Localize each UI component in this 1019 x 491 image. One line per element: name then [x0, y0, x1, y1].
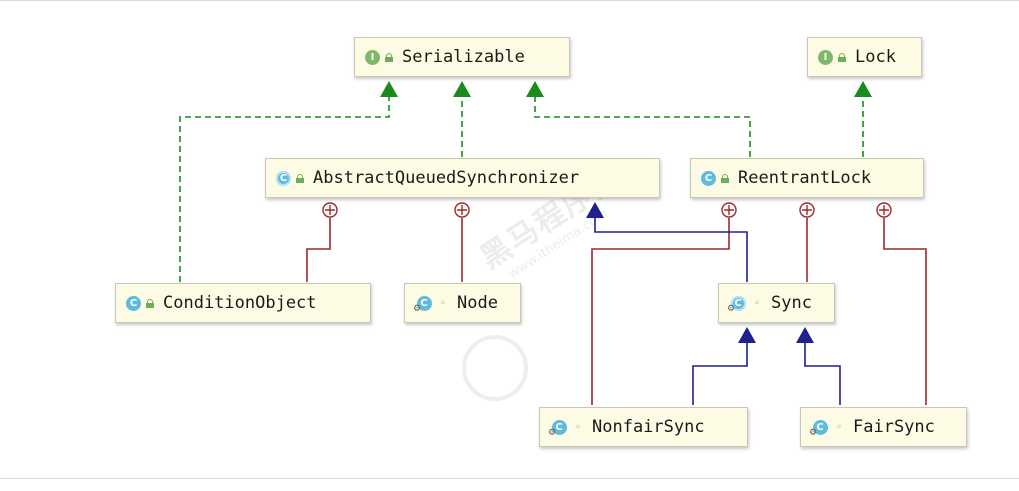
extends-edges: [594, 218, 841, 405]
node-node[interactable]: C ⚙ ◦ Node: [404, 283, 521, 323]
node-label: Node: [457, 293, 498, 313]
node-abstract-queued-synchronizer[interactable]: C AbstractQueuedSynchronizer: [265, 158, 660, 198]
static-class-icon: C ⚙: [809, 418, 829, 438]
node-sync[interactable]: C ⚙ ◦ Sync: [718, 283, 835, 323]
public-lock-icon: [146, 298, 154, 308]
class-badge-icon: C: [416, 295, 432, 311]
node-label: AbstractQueuedSynchronizer: [313, 168, 580, 188]
package-private-dot-icon: ◦: [754, 297, 760, 309]
gear-icon: ⚙: [413, 304, 422, 314]
package-private-dot-icon: ◦: [836, 421, 842, 433]
implements-edges: [179, 97, 864, 282]
class-badge-icon: C: [812, 419, 828, 435]
circle-plus-icon: [876, 202, 892, 218]
edge-fairsync-reentrantlock: [883, 218, 927, 405]
class-badge-icon: C: [551, 419, 567, 435]
node-label: Serializable: [402, 47, 525, 67]
node-label: Sync: [771, 293, 812, 313]
package-private-dot-icon: ◦: [440, 297, 446, 309]
gear-icon: ⚙: [548, 428, 557, 438]
node-fair-sync[interactable]: C ⚙ ◦ FairSync: [800, 407, 967, 447]
gear-icon: ⚙: [727, 304, 736, 314]
edge-conditionobject-serializable: [179, 97, 390, 282]
edge-reentrantlock-serializable: [534, 97, 751, 157]
public-lock-icon: [385, 52, 393, 62]
inner-class-edges: [306, 218, 927, 405]
node-lock[interactable]: I Lock: [807, 37, 922, 77]
node-label: FairSync: [853, 417, 935, 437]
arrowhead-aqs: [586, 202, 604, 218]
arrowhead-serializable-left: [380, 81, 398, 97]
arrowhead-serializable-middle: [453, 81, 471, 97]
node-nonfair-sync[interactable]: C ⚙ ◦ NonfairSync: [539, 407, 748, 447]
circle-plus-icon: [322, 202, 338, 218]
abstract-class-badge-icon: C: [276, 170, 291, 186]
node-reentrant-lock[interactable]: C ReentrantLock: [690, 158, 924, 198]
node-label: Lock: [855, 47, 896, 67]
static-class-icon: C ⚙: [727, 294, 747, 314]
node-label: ReentrantLock: [738, 168, 872, 188]
edge-nonfairsync-sync: [692, 343, 748, 405]
arrowhead-lock: [854, 81, 872, 97]
circle-plus-icon: [721, 202, 737, 218]
node-condition-object[interactable]: C ConditionObject: [115, 283, 371, 323]
node-serializable[interactable]: I Serializable: [354, 37, 570, 77]
static-class-icon: C ⚙: [413, 294, 433, 314]
edge-conditionobject-aqs: [306, 218, 331, 282]
bottom-divider: [0, 478, 1019, 479]
inner-class-markers: [322, 202, 892, 218]
edge-nonfairsync-reentrantlock: [591, 218, 730, 405]
public-lock-icon: [721, 173, 729, 183]
extends-arrowheads: [586, 202, 814, 343]
public-lock-icon: [838, 52, 846, 62]
package-private-dot-icon: ◦: [575, 421, 581, 433]
edge-fairsync-sync: [804, 343, 841, 405]
class-badge-icon: C: [126, 295, 141, 311]
implements-arrowheads: [380, 81, 872, 97]
arrowhead-sync-left: [738, 327, 756, 343]
static-class-icon: C ⚙: [548, 418, 568, 438]
node-label: ConditionObject: [163, 293, 317, 313]
circle-plus-icon: [799, 202, 815, 218]
top-divider: [0, 0, 1019, 1]
gear-icon: ⚙: [809, 428, 818, 438]
circle-plus-icon: [454, 202, 470, 218]
interface-badge-icon: I: [818, 49, 833, 65]
interface-badge-icon: I: [365, 49, 380, 65]
edge-sync-aqs: [594, 218, 748, 282]
public-lock-icon: [296, 173, 304, 183]
arrowhead-sync-right: [796, 327, 814, 343]
class-badge-icon: C: [701, 170, 716, 186]
class-badge-icon: C: [730, 295, 746, 311]
arrowhead-serializable-right: [526, 81, 544, 97]
node-label: NonfairSync: [592, 417, 705, 437]
